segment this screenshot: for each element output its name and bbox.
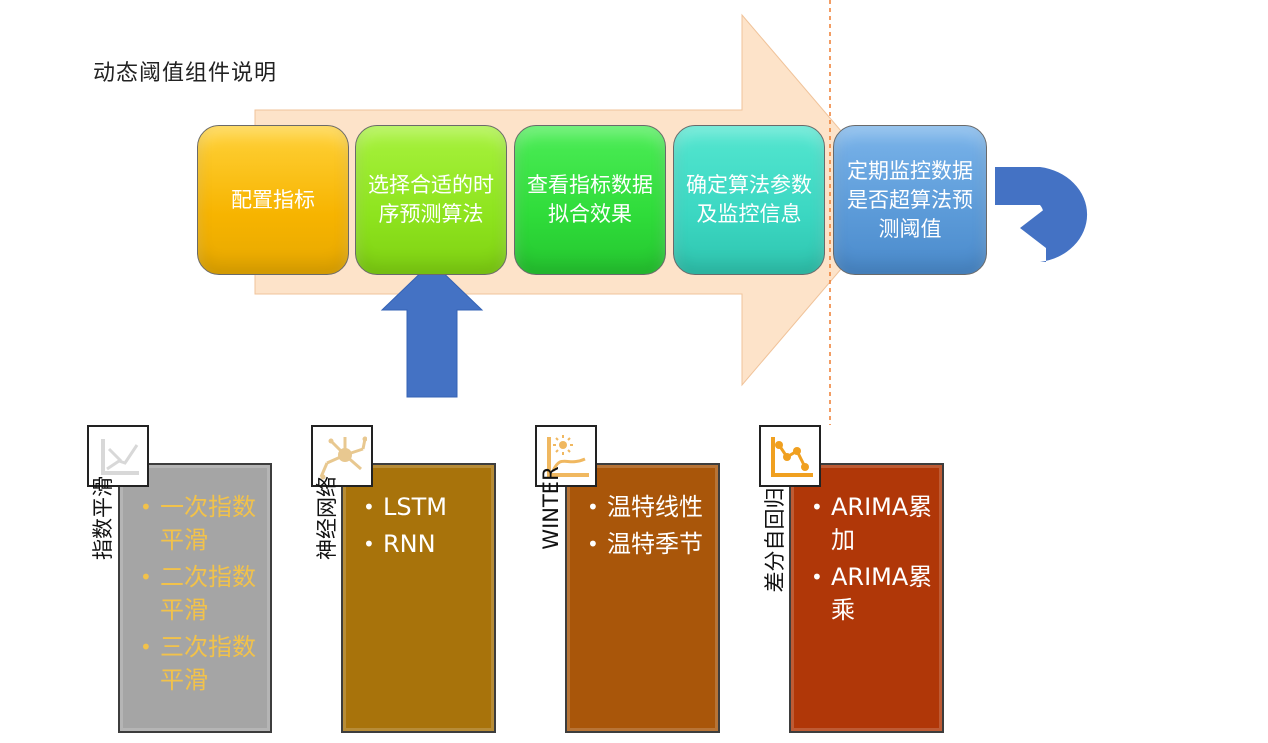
panel-arima: ARIMA累加 ARIMA累乘 <box>789 463 944 733</box>
step-configure-metric: 配置指标 <box>197 125 349 275</box>
page-title: 动态阈值组件说明 <box>93 61 278 86</box>
list-item: 温特线性 <box>585 491 710 524</box>
chart-decline-icon <box>87 425 149 487</box>
neuron-icon <box>311 425 373 487</box>
sun-curve-chart-icon <box>535 425 597 487</box>
panel-list: LSTM RNN <box>361 491 486 565</box>
list-item: 温特季节 <box>585 528 710 561</box>
list-item: 三次指数平滑 <box>138 631 262 697</box>
panel-winter: 温特线性 温特季节 <box>565 463 720 733</box>
panel-list: 温特线性 温特季节 <box>585 491 710 565</box>
list-item: RNN <box>361 528 486 561</box>
step-set-params: 确定算法参数及监控信息 <box>673 125 825 275</box>
list-item: ARIMA累乘 <box>809 561 934 627</box>
panel-label-neural-network: 神经网络 <box>315 476 339 560</box>
panel-list: 一次指数平滑 二次指数平滑 三次指数平滑 <box>138 491 262 701</box>
panel-label-exponential-smoothing: 指数平滑 <box>91 476 115 560</box>
panel-exponential-smoothing: 一次指数平滑 二次指数平滑 三次指数平滑 <box>118 463 272 733</box>
list-item: ARIMA累加 <box>809 491 934 557</box>
panel-neural-network: LSTM RNN <box>341 463 496 733</box>
up-arrow <box>380 261 484 398</box>
list-item: 二次指数平滑 <box>138 561 262 627</box>
step-select-algorithm: 选择合适的时序预测算法 <box>355 125 507 275</box>
step-view-fit: 查看指标数据拟合效果 <box>514 125 666 275</box>
step-periodic-monitor: 定期监控数据是否超算法预测阈值 <box>833 125 987 275</box>
panel-label-winter: WINTER <box>539 466 563 550</box>
line-chart-icon <box>759 425 821 487</box>
return-arrow <box>995 167 1088 262</box>
panel-label-arima: 差分自回归 <box>763 487 787 593</box>
list-item: LSTM <box>361 491 486 524</box>
list-item: 一次指数平滑 <box>138 491 262 557</box>
panel-list: ARIMA累加 ARIMA累乘 <box>809 491 934 631</box>
